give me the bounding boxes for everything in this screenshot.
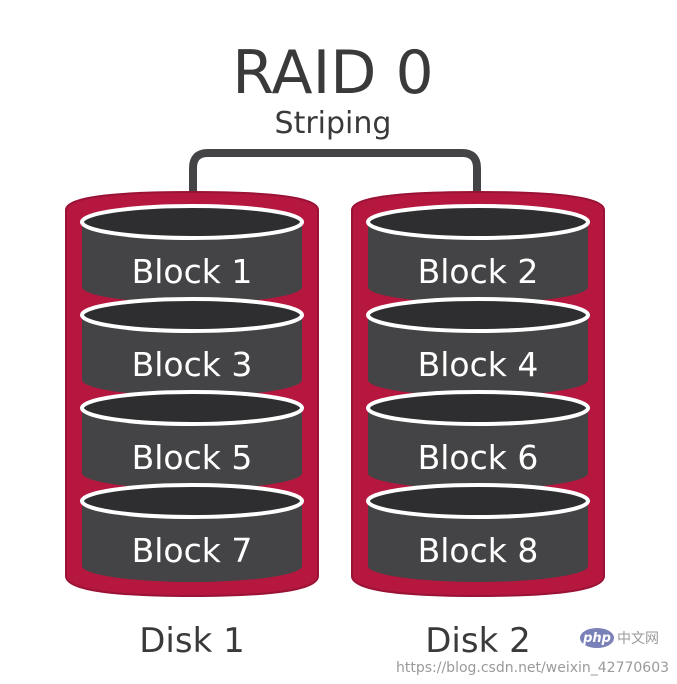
watermark-logo-suffix: 中文网 xyxy=(617,631,659,647)
disk-2-block-1: Block 2 xyxy=(366,204,590,303)
watermark-url: https://blog.csdn.net/weixin_42770603 xyxy=(396,660,669,676)
disk-1-block-2-body xyxy=(82,315,302,396)
disk-1-block-1: Block 1 xyxy=(80,204,304,303)
disk-1-block-3-top xyxy=(80,390,304,426)
disk-1-block-3: Block 5 xyxy=(80,390,304,489)
disk-2: Block 2 Block 4 Block 6 Block 8 Disk 2 xyxy=(351,190,605,661)
disk-1-block-4: Block 7 xyxy=(80,483,304,582)
disk-2-block-2-top xyxy=(366,297,590,333)
striping-connector xyxy=(189,149,481,214)
disk-1-block-4-label: Block 7 xyxy=(132,531,253,570)
disk-1-block-1-body xyxy=(82,222,302,303)
watermark-logo: php xyxy=(582,631,611,646)
disk-1-block-1-label: Block 1 xyxy=(132,252,253,291)
disk-2-block-3-body xyxy=(368,408,588,489)
disk-1-block-4-body xyxy=(82,501,302,582)
disk-1: Block 1 Block 3 Block 5 Block 7 Disk 1 xyxy=(65,190,319,661)
diagram-subtitle: Striping xyxy=(275,106,392,141)
disk-2-block-4-top xyxy=(366,483,590,519)
disk-1-block-1-top xyxy=(80,204,304,240)
disk-1-block-3-label: Block 5 xyxy=(132,438,253,477)
disk-1-block-2: Block 3 xyxy=(80,297,304,396)
disk-2-label: Disk 2 xyxy=(425,621,530,661)
disk-2-block-3-top xyxy=(366,390,590,426)
disk-2-block-3: Block 6 xyxy=(366,390,590,489)
disk-1-block-2-top xyxy=(80,297,304,333)
watermark: php 中文网 https://blog.csdn.net/weixin_427… xyxy=(396,628,669,676)
disk-2-block-2: Block 4 xyxy=(366,297,590,396)
disk-2-block-1-label: Block 2 xyxy=(418,252,539,291)
disk-1-block-4-top xyxy=(80,483,304,519)
disk-2-block-4-body xyxy=(368,501,588,582)
disk-2-block-4: Block 8 xyxy=(366,483,590,582)
disk-1-block-2-label: Block 3 xyxy=(132,345,253,384)
disk-2-block-3-label: Block 6 xyxy=(418,438,539,477)
disk-1-label: Disk 1 xyxy=(139,621,244,661)
disk-2-block-1-top xyxy=(366,204,590,240)
disk-2-block-4-label: Block 8 xyxy=(418,531,539,570)
disk-2-block-2-body xyxy=(368,315,588,396)
php-logo-icon xyxy=(580,628,614,648)
diagram-title: RAID 0 xyxy=(232,38,433,108)
disk-2-block-2-label: Block 4 xyxy=(418,345,539,384)
disk-1-block-3-body xyxy=(82,408,302,489)
disk-2-block-1-body xyxy=(368,222,588,303)
